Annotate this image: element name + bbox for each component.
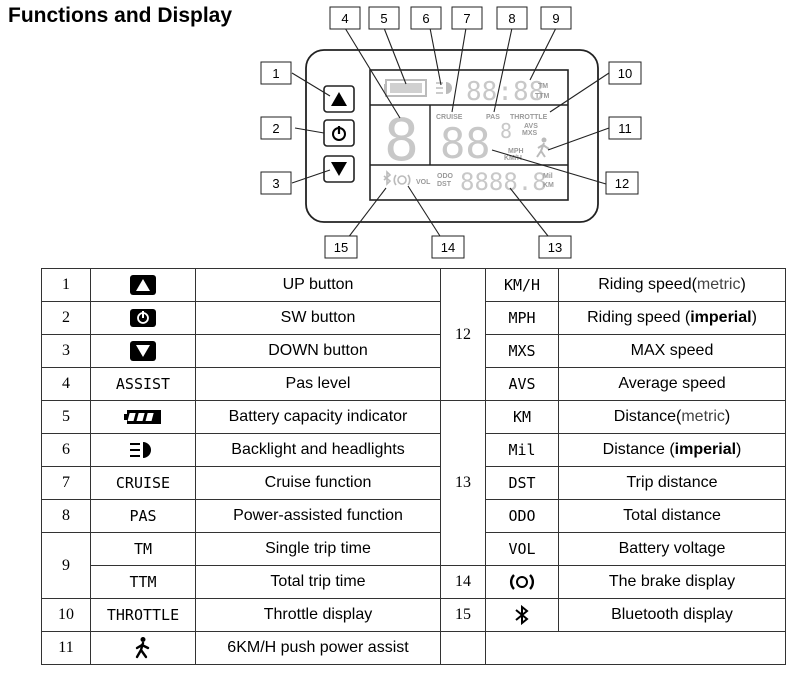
leader-lines	[291, 27, 610, 248]
svg-text:14: 14	[441, 240, 455, 255]
lcd-assist-digit: 8	[384, 106, 419, 174]
callout-6: 6	[410, 6, 442, 30]
svg-text:3: 3	[272, 176, 279, 191]
brake-icon	[509, 574, 535, 590]
callout-11: 11	[608, 116, 642, 140]
down-triangle-icon	[331, 162, 347, 176]
svg-text:13: 13	[548, 240, 562, 255]
lcd-cruise: CRUISE	[436, 114, 463, 121]
svg-text:8: 8	[508, 11, 515, 26]
lcd-bluetooth-icon	[383, 170, 392, 186]
svg-text:12: 12	[615, 176, 629, 191]
lcd-speed-digits: 88	[440, 119, 491, 168]
power-button[interactable]	[323, 119, 355, 147]
callout-4: 4	[329, 6, 361, 30]
lcd-battery	[384, 79, 427, 97]
table-row: 7 CRUISE Cruise function DST Trip distan…	[41, 466, 786, 500]
lcd-speed-decimal: 8	[500, 119, 512, 143]
callout-12: 12	[605, 171, 639, 195]
battery-icon	[124, 410, 161, 425]
table-row: 9 TM Single trip time VOL Battery voltag…	[41, 532, 786, 599]
table-row: 5 Battery capacity indicator 13 KM Dista…	[41, 400, 786, 566]
table-row: 11 6KM/H push power assist	[41, 631, 786, 665]
callout-7: 7	[451, 6, 483, 30]
lcd-walking-person-icon	[536, 137, 550, 158]
table-row: 10 THROTTLE Throttle display 15 Bluetoot…	[41, 598, 786, 632]
lcd-avs: AVS	[524, 123, 538, 130]
page-title: Functions and Display	[8, 4, 233, 27]
callout-10: 10	[608, 61, 642, 85]
svg-text:9: 9	[552, 11, 559, 26]
lcd-dst: DST	[437, 181, 452, 188]
table-row: 2 SW button MPH Riding speed (imperial)	[41, 301, 786, 335]
lcd-ttm: TTM	[535, 93, 550, 100]
lcd-throttle: THROTTLE	[510, 114, 548, 121]
svg-text:7: 7	[463, 11, 470, 26]
svg-text:10: 10	[618, 66, 632, 81]
down-triangle-icon	[130, 341, 156, 361]
lcd-odo-digits: 8888.8	[460, 168, 547, 196]
table-row: 4 ASSIST Pas level AVS Average speed	[41, 367, 786, 401]
callout-13: 13	[538, 235, 572, 259]
table-row: 6 Backlight and headlights Mil Distance …	[41, 433, 786, 467]
lcd-kmh: KM/H	[504, 155, 522, 162]
callout-3: 3	[260, 171, 292, 195]
svg-text:2: 2	[272, 121, 279, 136]
table-row: 1 UP button 12 KM/H Riding speed(metric)	[41, 268, 786, 401]
callout-14: 14	[431, 235, 465, 259]
svg-text:5: 5	[380, 11, 387, 26]
callout-8: 8	[496, 6, 528, 30]
callout-15: 15	[324, 235, 358, 259]
svg-text:6: 6	[422, 11, 429, 26]
svg-text:15: 15	[334, 240, 348, 255]
lcd-pas: PAS	[486, 114, 500, 121]
svg-text:1: 1	[272, 66, 279, 81]
group-13: 13	[440, 400, 486, 566]
table-row: 8 PAS Power-assisted function ODO Total …	[41, 499, 786, 533]
lcd-odo: ODO	[437, 173, 454, 180]
walking-person-icon	[135, 637, 150, 659]
lcd-time-digits: 88:88	[466, 77, 544, 107]
table-row: TTM Total trip time 14 The brake display	[42, 565, 786, 599]
bluetooth-icon	[515, 604, 529, 626]
callout-1: 1	[260, 61, 292, 85]
lcd-mph: MPH	[508, 148, 524, 155]
lcd-brake-icon	[393, 174, 411, 186]
function-table: 1 UP button 12 KM/H Riding speed(metric)…	[41, 268, 786, 665]
lcd-mxs: MXS	[522, 130, 538, 137]
callout-9: 9	[540, 6, 572, 30]
lcd-mil: Mil	[543, 173, 553, 180]
group-12: 12	[440, 268, 486, 401]
table-row: 3 DOWN button MXS MAX speed	[41, 334, 786, 368]
callout-5: 5	[368, 6, 400, 30]
svg-text:4: 4	[341, 11, 348, 26]
lcd-tm: TM	[538, 83, 548, 90]
headlight-icon	[130, 442, 151, 458]
svg-text:11: 11	[618, 121, 632, 136]
up-triangle-icon	[331, 92, 347, 106]
up-triangle-icon	[130, 275, 156, 295]
display-diagram: 88:88 TM TTM 8 CRUISE PAS THROTTLE 88 8 …	[260, 6, 642, 259]
power-icon	[130, 309, 156, 327]
lcd-km: KM	[543, 182, 554, 189]
down-button[interactable]	[323, 155, 355, 183]
up-button[interactable]	[323, 85, 355, 113]
callout-2: 2	[260, 116, 292, 140]
lcd-vol: VOL	[416, 179, 431, 186]
lcd-headlight-icon	[436, 82, 452, 94]
